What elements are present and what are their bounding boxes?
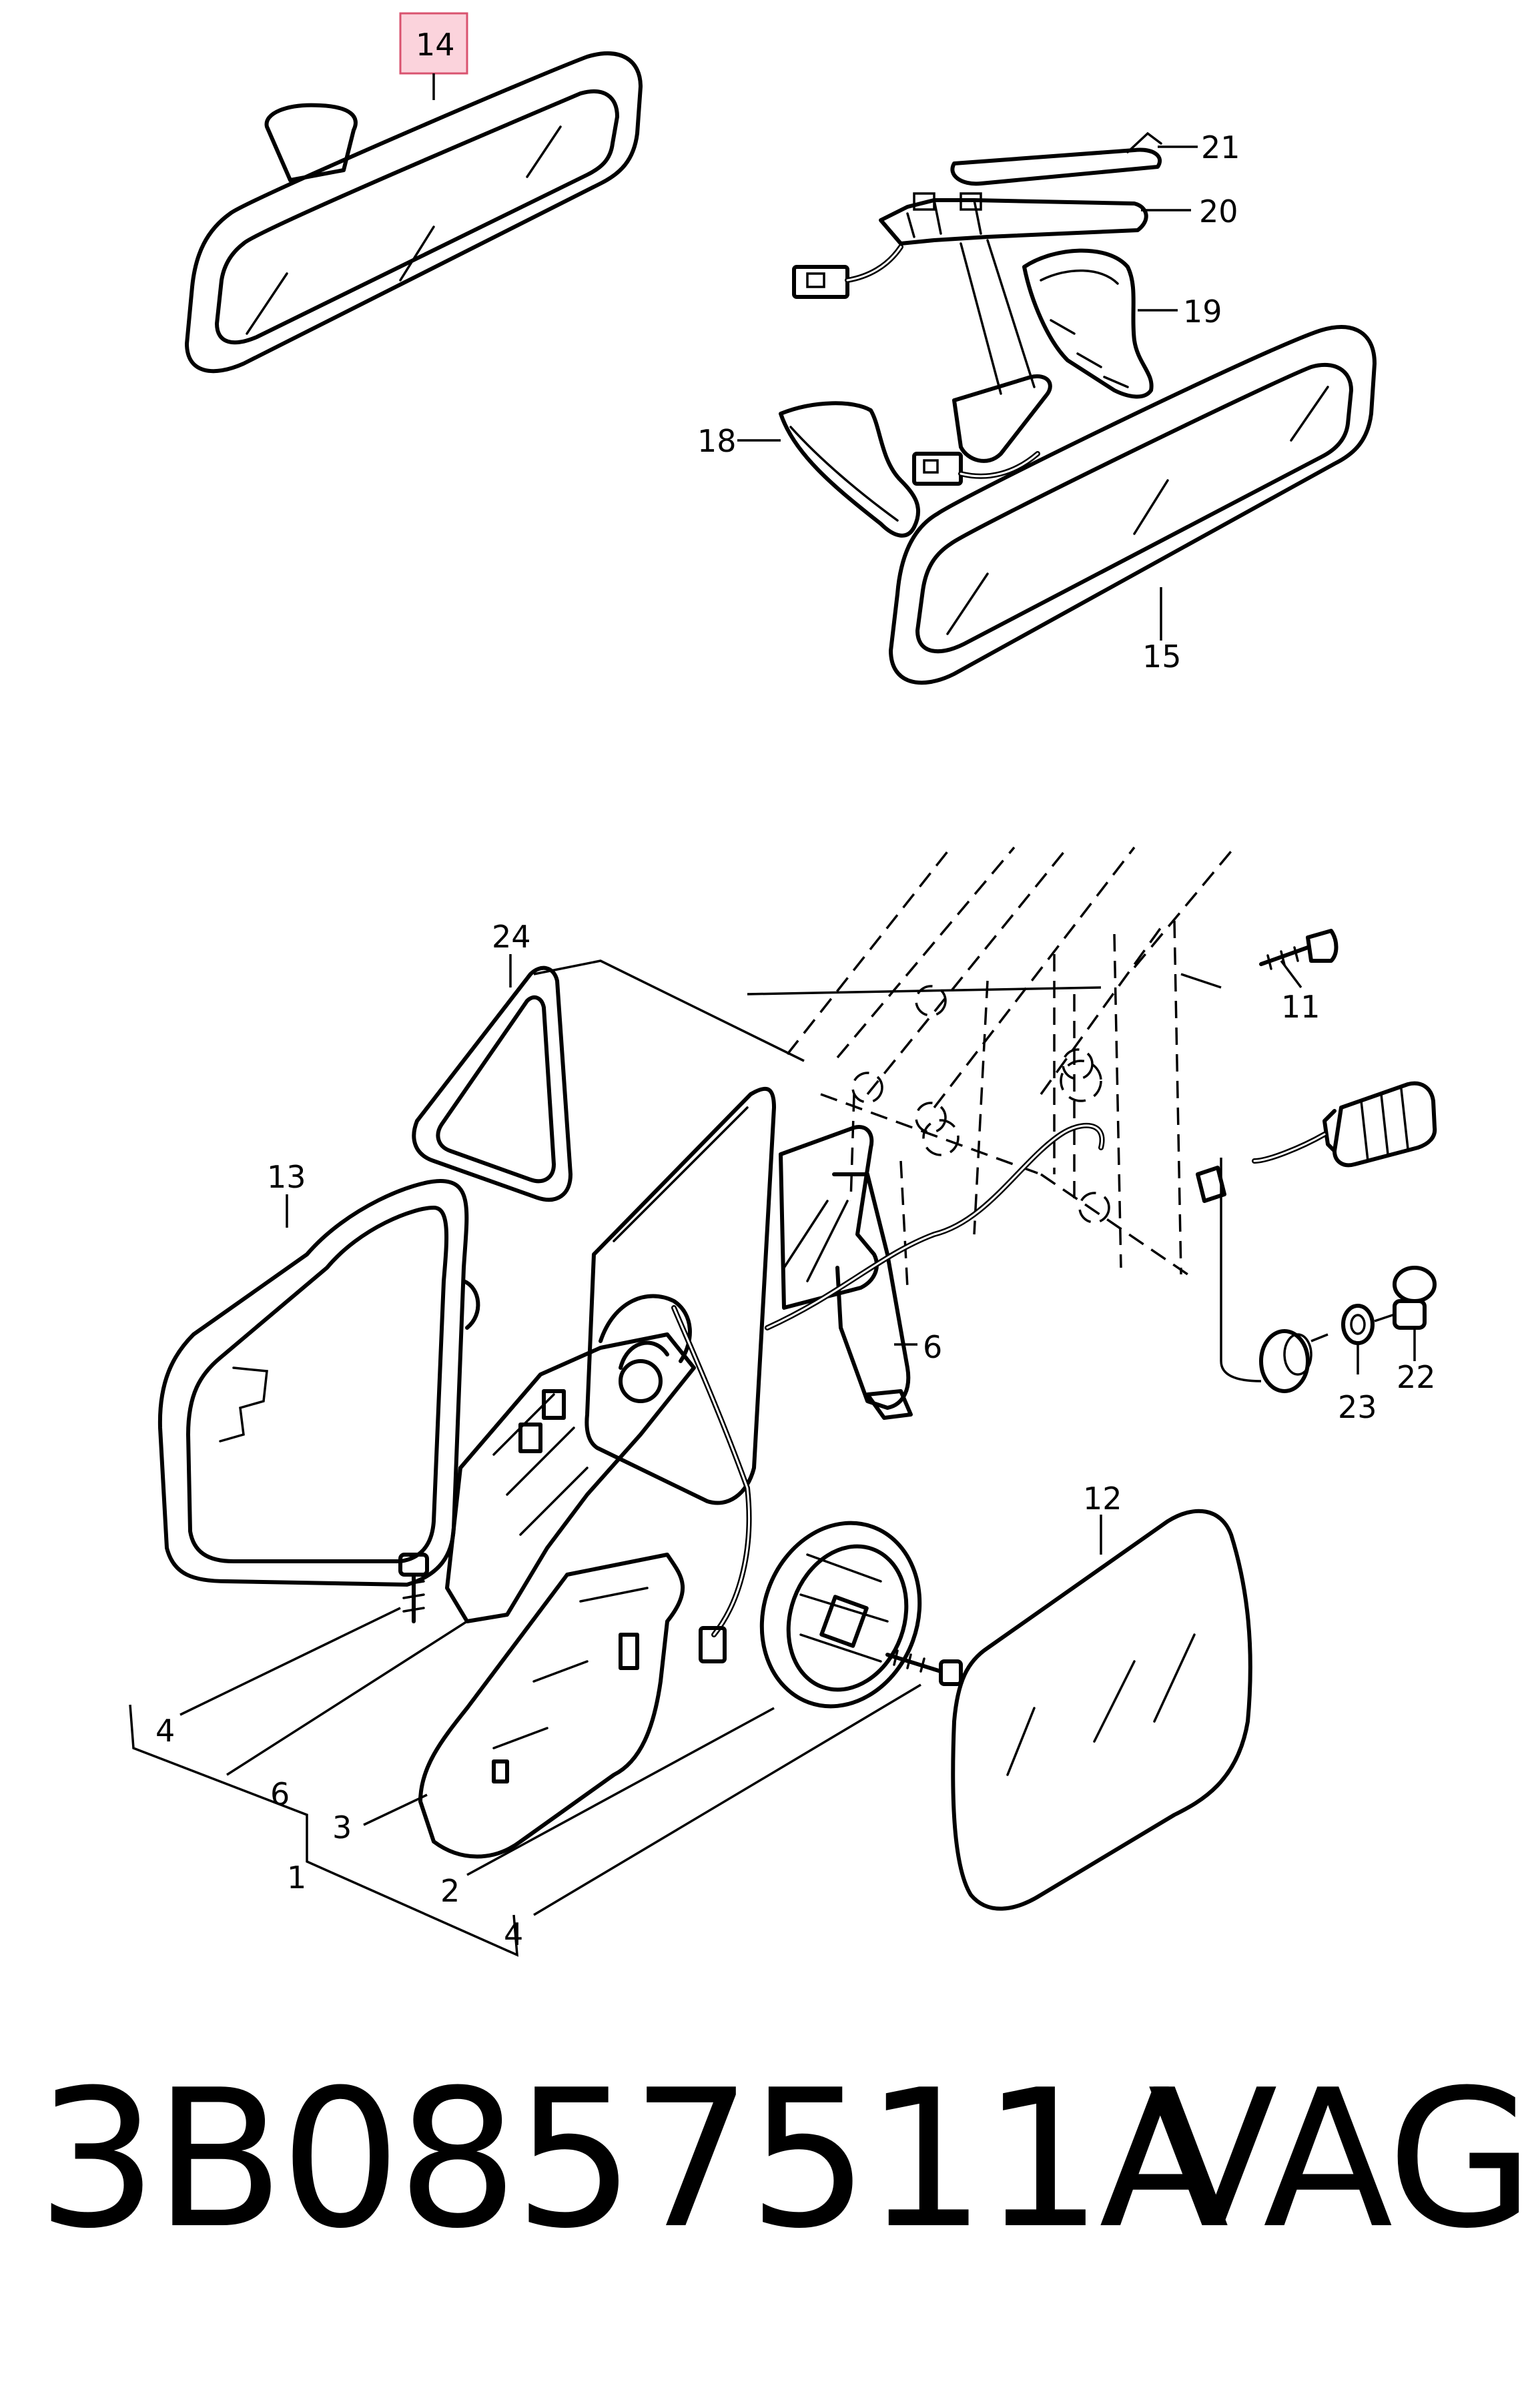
callout-3: 3 [332,1810,352,1846]
callout-12: 12 [1083,1481,1122,1517]
callout-14: 14 [416,27,455,63]
housing-cap-13 [157,1179,480,1587]
callout-11: 11 [1281,989,1320,1025]
callout-2: 2 [440,1873,460,1909]
leader-lines [129,145,1416,1957]
callout-4-bottom: 4 [504,1916,523,1952]
callout-19: 19 [1183,294,1222,330]
screw-4-left [398,1553,429,1623]
auto-dim-mirror-15 [889,325,1377,685]
clip-21 [950,131,1162,186]
base-plate-3 [418,1553,685,1859]
adjuster-motor-2 [759,1521,922,1709]
mirror-cover-18 [779,401,921,538]
callout-22: 22 [1397,1359,1436,1395]
callout-20: 20 [1199,193,1238,230]
interior-mirror-14 [185,51,643,374]
connector-right [1196,1081,1437,1382]
bracket-20 [879,192,1148,246]
washer-23 [1341,1304,1375,1345]
callout-6-bottom: 6 [270,1776,290,1812]
window-frame-line [533,959,805,1062]
cover-19 [1022,248,1154,399]
mirror-body [585,1086,1105,1505]
door-outline-dashed [786,846,1236,1288]
mirror-base-frame [445,1294,752,1663]
screw-11 [1259,929,1339,970]
nut-22 [1374,1266,1437,1330]
callout-15: 15 [1142,639,1182,675]
callouts: 14 21 20 19 18 15 24 11 13 6 22 23 12 4 … [155,27,1436,1952]
mirror-glass-12 [951,1509,1252,1911]
triangle-cover-24 [412,965,573,1202]
part-number: 3B0857511A [37,2049,1229,2271]
callout-21: 21 [1201,129,1240,165]
callout-13: 13 [267,1159,306,1195]
bolt [885,1649,963,1686]
harness-top [792,239,1052,486]
callout-23: 23 [1338,1389,1377,1425]
grommet-23 [1259,1329,1328,1393]
callout-14-highlight [399,12,468,75]
callout-24: 24 [492,919,531,955]
callout-4-left: 4 [155,1713,175,1749]
brand-name: VAG [1148,2049,1522,2271]
callout-18: 18 [697,423,737,459]
callout-1: 1 [287,1860,306,1896]
callout-6-right: 6 [923,1329,942,1365]
